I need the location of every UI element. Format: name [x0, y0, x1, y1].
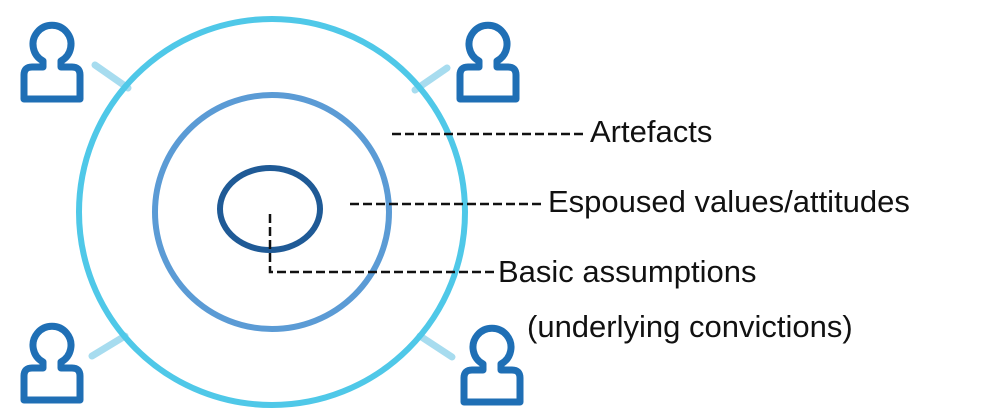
espoused-values-ring [152, 92, 392, 332]
person-icon [460, 324, 524, 406]
leader-lines [268, 132, 587, 274]
connectors [88, 61, 456, 361]
connector-bottom-right [416, 332, 456, 361]
person-icon [456, 21, 520, 103]
connector-bottom-left [88, 332, 129, 360]
person-icon [20, 21, 84, 103]
artefacts-label: Artefacts [590, 114, 713, 149]
espoused-values-label: Espoused values/attitudes [548, 184, 910, 219]
person-icon [20, 322, 84, 404]
connector-top-left [91, 61, 132, 92]
basic-assumptions-label: Basic assumptions [498, 254, 757, 289]
underlying-convictions-label: (underlying convictions) [527, 309, 853, 344]
basic-assumptions-leader-line [268, 214, 495, 274]
artefacts-ring [76, 16, 468, 408]
basic-assumptions-ring [217, 165, 323, 253]
